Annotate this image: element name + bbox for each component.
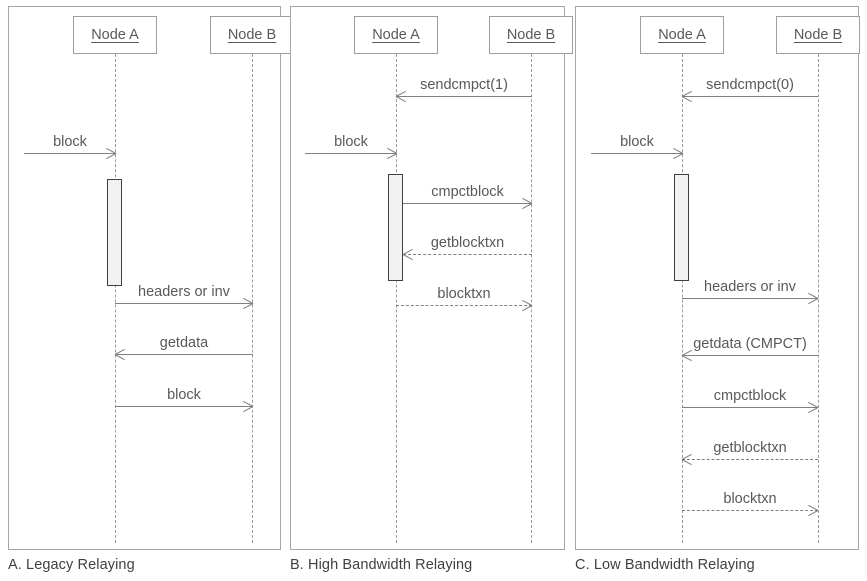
message-line [115,354,253,355]
message-blocktxn: blocktxn [396,286,533,312]
activation-bar-node-a [674,174,689,281]
message-line [403,203,532,204]
panel-high-bandwidth-relaying: Node A Node B sendcmpct(1) block cmpctbl… [290,6,573,550]
activation-bar-node-a [388,174,403,281]
lifeline-node-b [252,54,253,543]
message-label: block [53,133,87,150]
message-line [305,153,397,154]
actor-label-node-b: Node B [227,27,277,43]
actor-label-node-b: Node B [506,27,556,43]
message-block-in: block [305,134,398,160]
message-block-in: block [591,134,684,160]
message-sendcmpct: sendcmpct(1) [395,77,532,103]
message-label: cmpctblock [431,183,504,200]
actor-box-node-b: Node B [776,16,860,54]
message-headers-or-inv: headers or inv [115,284,254,310]
message-label: headers or inv [704,278,796,295]
lifeline-node-a [115,54,116,543]
message-label: block [167,386,201,403]
actor-box-node-a: Node A [73,16,157,54]
message-line [396,305,532,306]
message-getdata-cmpct: getdata (CMPCT) [681,336,818,362]
message-label: cmpctblock [713,387,787,404]
message-line [115,303,253,304]
message-headers-or-inv: headers or inv [682,279,819,305]
message-label: block [334,133,368,150]
message-label: getblocktxn [430,234,505,251]
message-label: getdata [159,334,209,351]
message-cmpctblock: cmpctblock [682,388,819,414]
message-label: block [620,133,654,150]
message-line [682,298,818,299]
message-label: getdata (CMPCT) [693,335,807,352]
panel-low-bandwidth-relaying: Node A Node B sendcmpct(0) block headers… [575,6,860,550]
message-line [682,96,818,97]
lifeline-node-b [531,54,532,543]
message-getblocktxn: getblocktxn [402,235,532,261]
message-blocktxn: blocktxn [682,491,819,517]
message-cmpctblock: cmpctblock [403,184,533,210]
panel-caption-a: A. Legacy Relaying [8,557,135,573]
actor-box-node-a: Node A [640,16,724,54]
panel-caption-b: B. High Bandwidth Relaying [290,557,473,573]
message-label: sendcmpct(1) [420,76,508,93]
message-line [396,96,532,97]
message-label: blocktxn [437,285,491,302]
lifeline-node-b [818,54,819,543]
message-line [24,153,116,154]
actor-box-node-a: Node A [354,16,438,54]
message-line [115,406,253,407]
activation-bar-node-a [107,179,122,286]
panel-caption-c: C. Low Bandwidth Relaying [575,557,755,573]
message-line [682,355,818,356]
message-label: sendcmpct(0) [706,76,794,93]
message-label: blocktxn [723,490,777,507]
message-getblocktxn: getblocktxn [681,440,818,466]
message-line [682,459,818,460]
message-label: getblocktxn [713,439,787,456]
message-line [591,153,683,154]
actor-box-node-b: Node B [489,16,573,54]
message-line [682,510,818,511]
message-block-in: block [24,134,117,160]
message-line [682,407,818,408]
actor-label-node-a: Node A [372,27,420,43]
actor-label-node-a: Node A [91,27,139,43]
message-sendcmpct: sendcmpct(0) [681,77,818,103]
lifeline-node-a [396,54,397,543]
message-block-out: block [115,387,254,413]
actor-label-node-a: Node A [658,27,706,43]
actor-label-node-b: Node B [793,27,843,43]
message-getdata: getdata [114,335,253,361]
message-line [403,254,532,255]
actor-box-node-b: Node B [210,16,294,54]
message-label: headers or inv [138,283,230,300]
panel-legacy-relaying: Node A Node B block headers or inv getda… [8,6,294,550]
